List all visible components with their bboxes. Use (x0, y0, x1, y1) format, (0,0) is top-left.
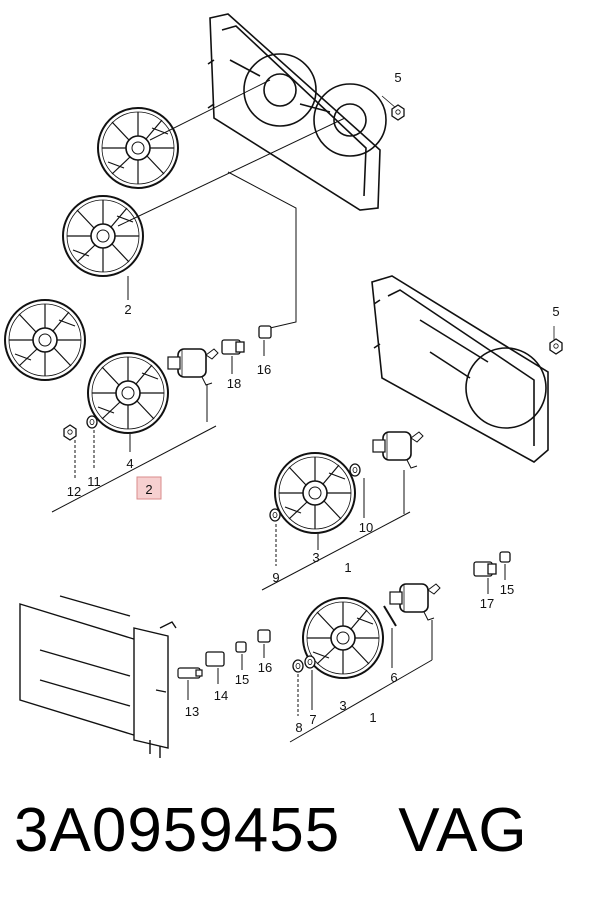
fan-wheel-icon (302, 597, 384, 679)
fan-shroud-upper (207, 13, 387, 211)
callout-label: 16 (258, 660, 272, 675)
callout-label: 2 (145, 482, 152, 497)
washer-icon (304, 655, 316, 669)
callout-label: 1 (369, 710, 376, 725)
washer-icon (292, 659, 304, 673)
fan-motor-icon (389, 583, 441, 621)
callout-label: 3 (312, 550, 319, 565)
relay-icon (258, 325, 272, 339)
washer-icon (349, 463, 361, 477)
callout-label: 10 (359, 520, 373, 535)
nut-icon (549, 338, 563, 355)
fan-shroud-lower (371, 275, 549, 463)
nut-icon (63, 424, 77, 441)
exploded-parts-diagram: 5 2 18 16 12 11 4 2 5 10 9 3 1 17 15 6 1… (4, 13, 563, 758)
washer-icon (269, 508, 281, 522)
nut-icon (391, 104, 405, 121)
radiator (19, 595, 177, 758)
callout-label: 16 (257, 362, 271, 377)
part-number: 3A0959455 (14, 796, 341, 865)
brand-name: VAG (398, 796, 528, 865)
fan-wheel-icon (274, 452, 356, 534)
callout-label: 2 (124, 302, 131, 317)
callout-label: 3 (339, 698, 346, 713)
callout-label: 7 (309, 712, 316, 727)
washer-icon (86, 415, 98, 429)
fan-wheel-icon (87, 352, 169, 434)
callout-label: 6 (390, 670, 397, 685)
relay-icon (235, 629, 271, 653)
callout-label: 14 (214, 688, 228, 703)
callout-label: 17 (480, 596, 494, 611)
connector-housing-icon (221, 339, 245, 355)
callout-label: 15 (500, 582, 514, 597)
callout-label: 9 (272, 570, 279, 585)
fan-wheel-icon (97, 107, 179, 189)
callout-label: 5 (552, 304, 559, 319)
callout-label: 8 (295, 720, 302, 735)
connector-housing-icon (473, 551, 511, 577)
callout-label: 1 (344, 560, 351, 575)
callout-label: 5 (394, 70, 401, 85)
callout-label: 18 (227, 376, 241, 391)
fan-wheel-icon (62, 195, 144, 277)
connector-housing-icon (205, 651, 225, 667)
callout-label: 12 (67, 484, 81, 499)
callout-label: 11 (87, 474, 101, 489)
callout-label: 13 (185, 704, 199, 719)
fan-motor-icon (167, 348, 219, 386)
fan-wheel-icon (4, 299, 86, 381)
fan-motor-icon (372, 431, 424, 469)
callout-label: 4 (126, 456, 133, 471)
callout-label: 15 (235, 672, 249, 687)
temperature-switch-icon (177, 667, 203, 679)
seal-ring-icon (383, 605, 397, 627)
highlight-box (136, 476, 162, 500)
